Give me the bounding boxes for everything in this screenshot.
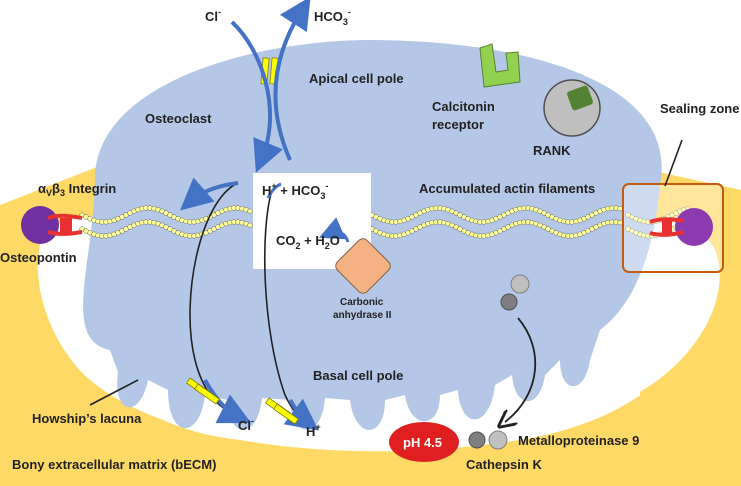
osteoclast-label: Osteoclast xyxy=(145,111,212,126)
actin-bead xyxy=(247,222,253,228)
cl-top-label: Cl- xyxy=(205,7,221,24)
mmp9-label: Metalloproteinase 9 xyxy=(518,433,639,448)
ph-label: pH 4.5 xyxy=(403,435,442,450)
mmp9-shape xyxy=(488,430,508,450)
matrix-label: Bony extracellular matrix (bECM) xyxy=(12,457,216,472)
calcitonin-receptor-shape xyxy=(479,43,521,88)
osteopontin-right xyxy=(675,208,713,246)
actin-bead xyxy=(247,208,253,214)
cathepsin-label: Cathepsin K xyxy=(466,457,542,472)
carbonic-label-line1: Carbonic xyxy=(340,297,384,308)
sealing-zone-box xyxy=(622,183,724,273)
calcitonin-label-line2: receptor xyxy=(432,117,484,132)
cl-bottom-label: Cl- xyxy=(238,416,254,433)
howship-label: Howship’s lacuna xyxy=(32,411,142,426)
actin-bead xyxy=(617,206,623,212)
basal-arrow-h-out xyxy=(283,398,319,431)
apical-pole-label: Apical cell pole xyxy=(309,71,404,86)
actin-filaments xyxy=(79,205,691,239)
bone-matrix-base xyxy=(0,250,741,486)
integrin-label: αVβ3 Integrin xyxy=(38,181,116,198)
integrin-left xyxy=(47,213,83,236)
reaction-top-label: H+ + HCO3- xyxy=(262,181,328,201)
basal-channels xyxy=(186,377,299,425)
cathepsin-k-shape xyxy=(468,431,486,449)
vesicle-light xyxy=(510,274,530,294)
carbonic-curved-arrow xyxy=(318,217,350,243)
basal-pole-label: Basal cell pole xyxy=(313,368,403,383)
carbonic-anhydrase-shape xyxy=(335,238,391,294)
howship-pointer xyxy=(89,379,139,406)
actin-label: Accumulated actin filaments xyxy=(419,181,595,196)
h-bottom-label: H+ xyxy=(306,422,321,439)
osteopontin-left xyxy=(21,206,59,244)
apical-arrow-hco3 xyxy=(273,0,311,161)
basal-arrow-cl-out xyxy=(203,379,252,424)
carbonic-label-line2: anhydrase II xyxy=(333,310,392,321)
integrin-right xyxy=(649,217,685,237)
sealing-zone-pointer xyxy=(664,139,683,187)
reaction-bottom-label: CO2 + H2O xyxy=(276,233,340,251)
vesicle-dark xyxy=(500,293,518,311)
rank-label: RANK xyxy=(533,143,571,158)
actin-bead xyxy=(617,220,623,226)
apical-arrow-cl xyxy=(230,20,283,173)
basal-arrow-cl xyxy=(179,177,239,211)
rank-ligand-shape xyxy=(567,85,593,111)
h-to-box-arrow xyxy=(266,182,282,199)
hco3-top-label: HCO3- xyxy=(314,7,351,27)
calcitonin-label-line1: Calcitonin xyxy=(432,99,495,114)
osteoclast-cell xyxy=(83,40,662,430)
osteopontin-label: Osteopontin xyxy=(0,250,77,265)
secretion-arrow xyxy=(505,317,537,422)
sealing-zone-label: Sealing zone xyxy=(660,101,739,116)
ph-badge xyxy=(389,422,459,462)
